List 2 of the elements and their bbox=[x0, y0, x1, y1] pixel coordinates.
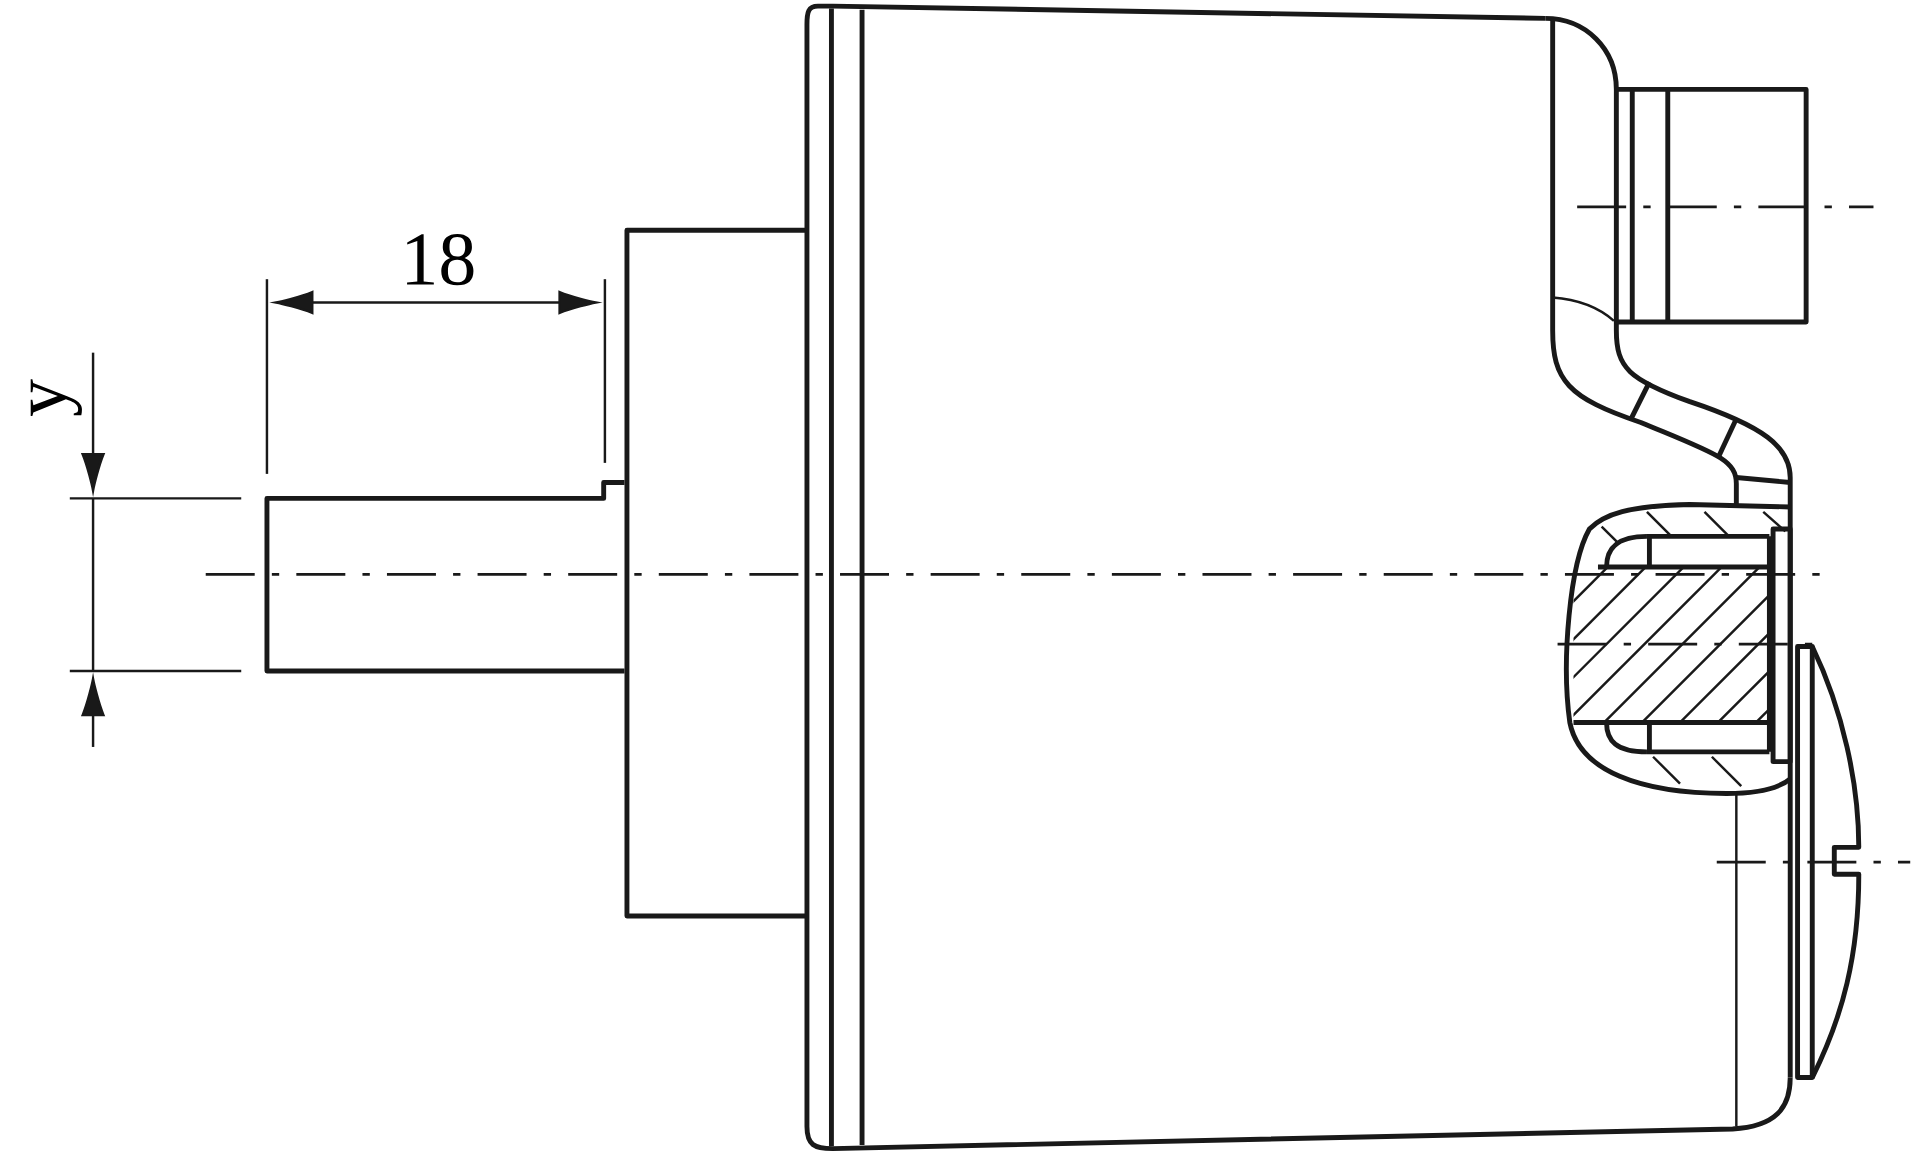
dimension-label: 18 bbox=[407, 233, 474, 285]
dimension-label: y bbox=[30, 379, 82, 416]
